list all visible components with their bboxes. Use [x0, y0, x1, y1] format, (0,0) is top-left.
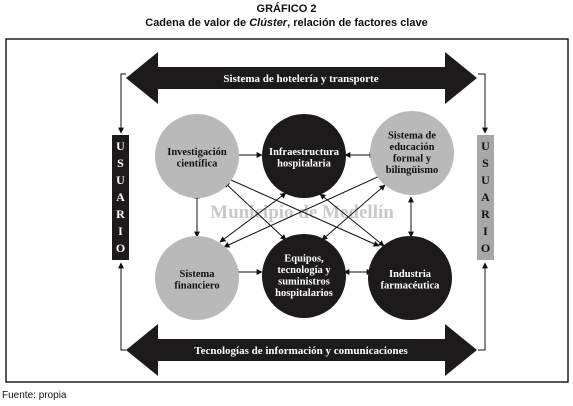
educacion-label-line: bilingüismo [386, 165, 439, 176]
watermark: Municipio de Medellín [210, 202, 394, 223]
equipos-label-line: hospitalarios [275, 288, 333, 299]
equipos-label-line: suministros [278, 276, 330, 287]
equipos-label-line: Equipos, [284, 253, 324, 264]
user-letter: O [481, 241, 490, 255]
equipos-label-line: tecnología y [277, 265, 331, 276]
user-letter: O [116, 241, 125, 255]
financiero-label-line: Sistema [180, 269, 216, 280]
user-letter: R [481, 207, 490, 221]
user-letter: I [118, 224, 123, 238]
connector-top-left [118, 73, 126, 134]
bottom-bar-arrow [126, 324, 477, 376]
user-column-left [112, 135, 129, 260]
farmaceutica-label-line: farmacéutica [381, 280, 441, 291]
figure-source: Fuente: propia [2, 390, 67, 401]
figure-title: Cadena de valor de Clúster, relación de … [145, 17, 428, 29]
node-sistema-financiero [155, 236, 239, 320]
user-column-right [477, 135, 494, 260]
figure-label: GRÁFICO 2 [256, 3, 317, 15]
financiero-label-line: financiero [174, 280, 219, 291]
node-industria-farmaceutica [368, 236, 452, 320]
user-letter: A [481, 190, 490, 204]
node-connections [194, 152, 414, 275]
edge-infraestructura-financiero [219, 192, 287, 243]
user-letter: S [482, 156, 489, 170]
user-letter: U [116, 173, 125, 187]
educacion-label-line: educación [390, 142, 435, 153]
top-bar-label: Sistema de hotelería y transporte [223, 73, 378, 85]
farmaceutica-label-line: Industria [389, 269, 432, 280]
node-infraestructura-hospitalaria [262, 114, 346, 198]
node-investigacion-cientifica [155, 114, 239, 198]
user-letter: A [116, 190, 125, 204]
edge-infraestructura-farmaceutica [319, 193, 385, 247]
educacion-label-line: Sistema de [388, 130, 436, 141]
user-letter: U [481, 173, 490, 187]
user-letter: I [483, 224, 488, 238]
connector-bottom-right [478, 262, 488, 351]
connector-top-right [478, 73, 488, 134]
top-bar-arrow [126, 52, 477, 104]
educacion-label-line: formal y [393, 153, 432, 164]
connector-bottom-left [118, 262, 126, 351]
user-letter: U [116, 139, 125, 153]
bottom-bar-label: Tecnologías de información y comunicacio… [194, 345, 408, 357]
infraestructura-label-line: hospitalaria [277, 158, 331, 169]
user-letter: U [481, 139, 490, 153]
user-letter: S [117, 156, 124, 170]
outer-frame [5, 38, 569, 383]
node-equipos-tecnologia [262, 234, 346, 318]
infraestructura-label-line: Infraestructura [269, 147, 340, 158]
investigacion-label-line: Investigación [167, 147, 227, 158]
investigacion-label-line: científica [177, 158, 219, 169]
user-letter: R [116, 207, 125, 221]
node-sistema-educacion [370, 111, 454, 195]
